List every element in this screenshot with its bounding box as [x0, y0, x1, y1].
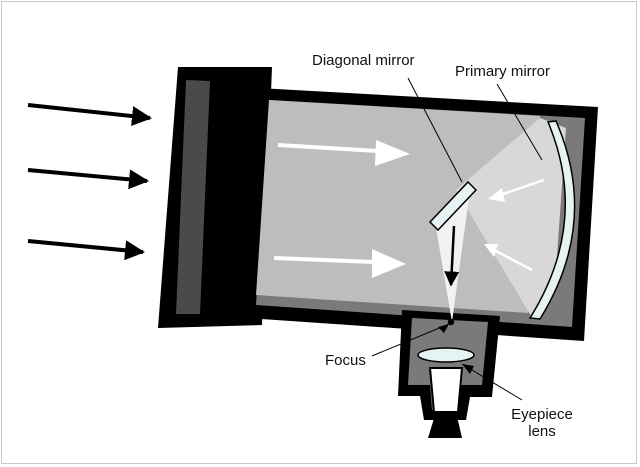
- focus-point: [447, 318, 455, 326]
- arrow-right-icon: [273, 256, 375, 264]
- arrow-right-icon: [277, 143, 379, 153]
- arrow-icon: [438, 324, 449, 333]
- diagonal-mirror: [428, 180, 478, 232]
- label-diagonal-mirror: Diagonal mirror: [312, 52, 415, 69]
- focuser-inner: [408, 318, 488, 410]
- arrow-right-icon: [27, 103, 152, 127]
- light-paths: [256, 100, 566, 322]
- incoming-light-arrows: [27, 103, 152, 261]
- white-ray-arrows: [273, 140, 545, 278]
- arrow-right-icon: [27, 239, 145, 261]
- label-focus: Focus: [325, 352, 366, 369]
- arrow-right-icon: [372, 249, 406, 278]
- arrow-right-icon: [375, 140, 410, 166]
- reflected-light-cone: [456, 118, 566, 316]
- arrow-right-icon: [27, 168, 149, 190]
- eyepiece-cap: [428, 412, 462, 438]
- arrow-icon: [462, 364, 474, 374]
- arrow-icon: [488, 188, 505, 202]
- arrow-down-icon: [444, 225, 460, 287]
- label-primary-mirror: Primary mirror: [455, 63, 550, 80]
- arrow-icon: [499, 178, 545, 197]
- eyepiece-tube: [428, 367, 464, 413]
- arrow-icon: [484, 244, 498, 257]
- arrow-icon: [493, 248, 533, 272]
- primary-mirror: [528, 120, 576, 320]
- label-eyepiece-line2: lens: [528, 423, 556, 440]
- tube-aperture-rim: [176, 80, 210, 314]
- label-eyepiece-lens: Eyepiece lens: [508, 406, 576, 440]
- label-eyepiece-line1: Eyepiece: [511, 406, 573, 423]
- eyepiece-lens: [417, 347, 475, 363]
